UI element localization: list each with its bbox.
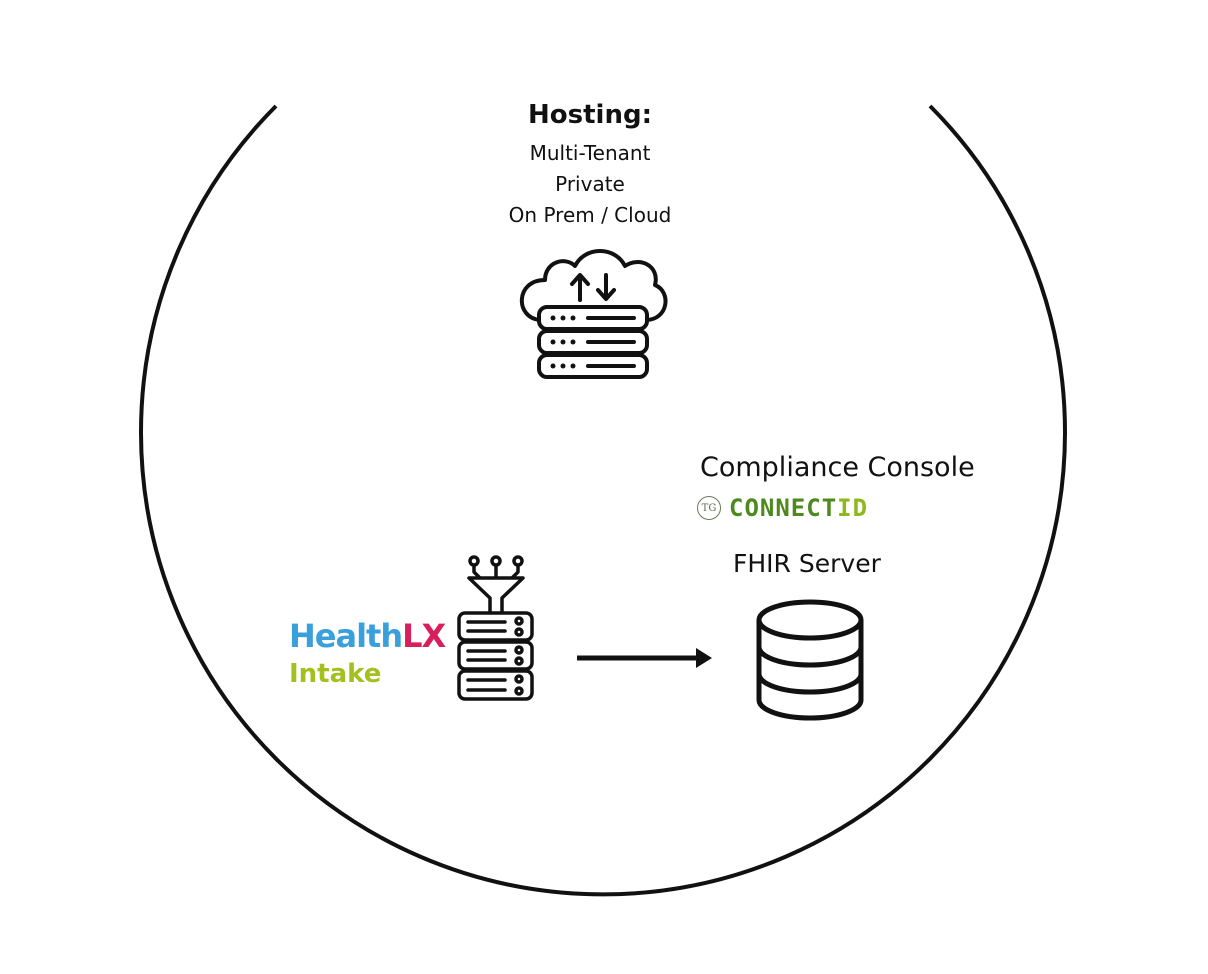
- cloud-server-icon: [519, 249, 668, 379]
- healthlx-main: Health: [289, 617, 403, 655]
- connectid-main: CONNECT: [729, 494, 838, 522]
- boundary-arc: [139, 104, 1067, 897]
- fhir-server-label: FHIR Server: [733, 549, 881, 578]
- compliance-console-label: Compliance Console: [700, 452, 975, 483]
- healthlx-logo: HealthLX: [289, 617, 446, 655]
- tg-badge: TG: [697, 496, 721, 520]
- connectid-wordmark: CONNECTID: [729, 494, 868, 522]
- database-icon: [756, 599, 864, 721]
- connectid-logo: TG CONNECTID: [697, 494, 868, 522]
- healthlx-suffix: LX: [402, 617, 446, 655]
- hosting-option-on-prem-cloud: On Prem / Cloud: [508, 203, 672, 227]
- hosting-option-private: Private: [555, 172, 625, 196]
- intake-label: Intake: [289, 659, 382, 689]
- hosting-title: Hosting:: [528, 100, 652, 130]
- filter-server-icon: [457, 555, 534, 701]
- hosting-option-multi-tenant: Multi-Tenant: [529, 141, 651, 165]
- arrow-right-icon: [577, 648, 712, 668]
- connectid-suffix: ID: [837, 494, 869, 522]
